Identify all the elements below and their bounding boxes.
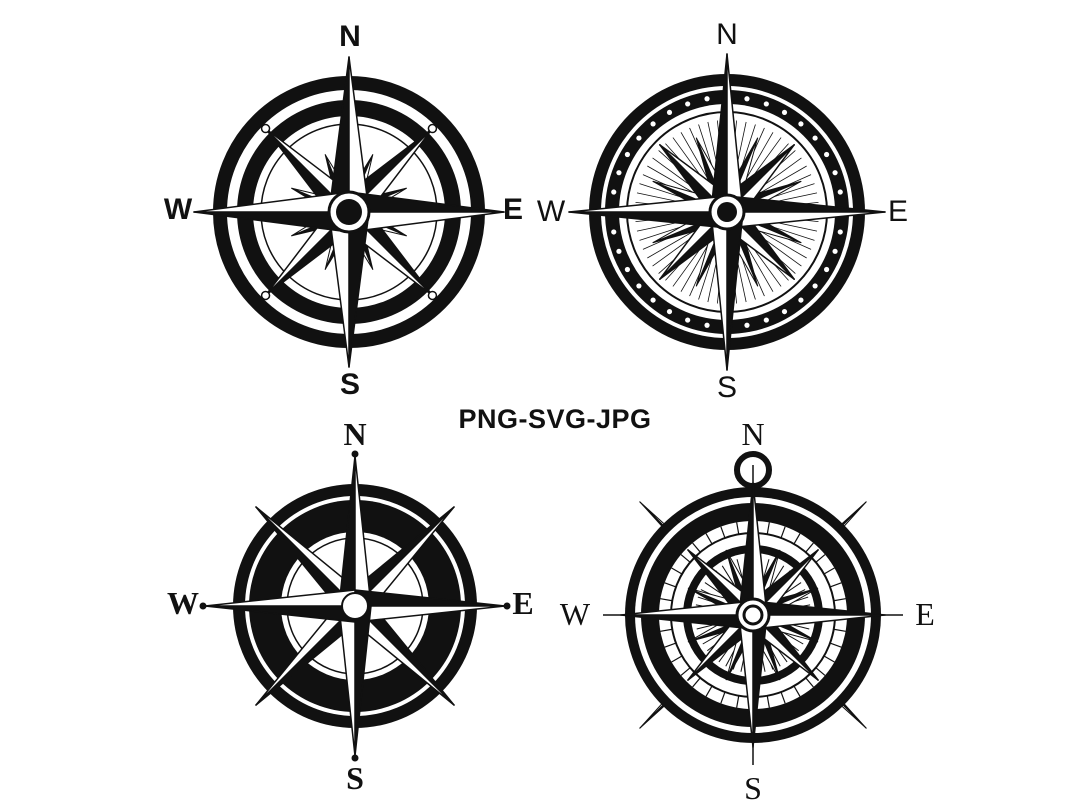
compass-1-label-n: N	[339, 20, 361, 53]
compass-3-label-e: E	[512, 585, 534, 621]
compass-4-label-w: W	[559, 596, 591, 632]
compass-1-label-s: S	[339, 368, 360, 401]
compass-2-label-e: E	[887, 195, 908, 228]
format-headline: PNG-SVG-JPG	[458, 404, 652, 434]
compass-2-label-s: S	[716, 371, 737, 404]
compass-2-label-w: W	[536, 195, 566, 228]
diagonal-dot	[260, 123, 271, 134]
compass-1-label-w: W	[163, 193, 193, 226]
hub-center	[336, 199, 362, 225]
compass-1-label-e: E	[502, 193, 523, 226]
compass-4-label-e: E	[915, 596, 935, 632]
diagonal-dot	[427, 123, 438, 134]
compass-2-label-n: N	[716, 18, 738, 51]
diagonal-dot	[260, 290, 271, 301]
compass-4-label-s: S	[744, 770, 762, 806]
compass-3-label-n: N	[343, 416, 367, 452]
cardinal-point	[328, 56, 370, 213]
compass-4-label-n: N	[741, 416, 765, 452]
compass-3-label-s: S	[346, 760, 364, 796]
compass-3-label-w: W	[167, 585, 199, 621]
diagonal-dot	[427, 290, 438, 301]
